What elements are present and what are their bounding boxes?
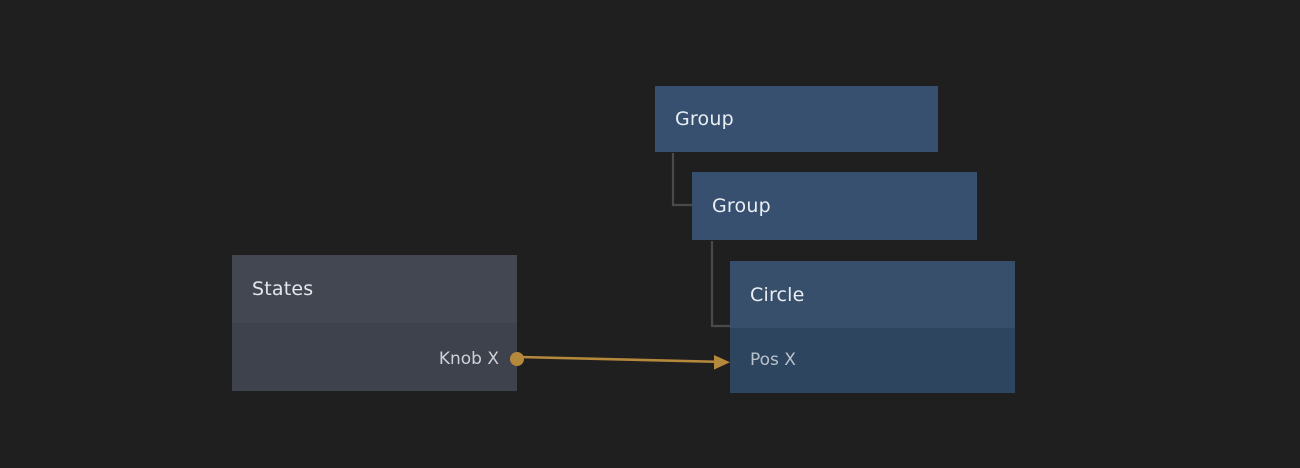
node-title: Group xyxy=(712,195,771,217)
input-port-pos-x[interactable]: Pos X xyxy=(750,350,796,370)
node-title: Group xyxy=(675,108,734,130)
connection-knobx-to-posx[interactable] xyxy=(519,355,727,364)
node-header[interactable]: States xyxy=(232,255,517,323)
node-title: Circle xyxy=(750,283,805,306)
node-group-root[interactable]: Group xyxy=(655,86,938,152)
node-states[interactable]: States Knob X xyxy=(232,255,524,391)
output-port-label: Knob X xyxy=(438,349,499,369)
node-header[interactable]: Group xyxy=(655,86,938,152)
tree-link-group-child-to-circle xyxy=(710,241,731,328)
node-body: Pos X xyxy=(730,328,1015,393)
node-header[interactable]: Circle xyxy=(730,261,1015,328)
input-port-label: Pos X xyxy=(750,350,796,370)
node-header[interactable]: Group xyxy=(692,172,977,240)
output-port-dot-icon[interactable] xyxy=(510,352,524,366)
tree-link-group-root-to-group-child xyxy=(671,153,693,207)
node-body: Knob X xyxy=(232,323,524,391)
node-group-child[interactable]: Group xyxy=(692,172,977,240)
output-port-knob-x[interactable]: Knob X xyxy=(439,349,524,369)
connection-arrowhead xyxy=(714,355,730,370)
node-title: States xyxy=(252,278,314,300)
node-circle[interactable]: Circle Pos X xyxy=(730,261,1015,393)
